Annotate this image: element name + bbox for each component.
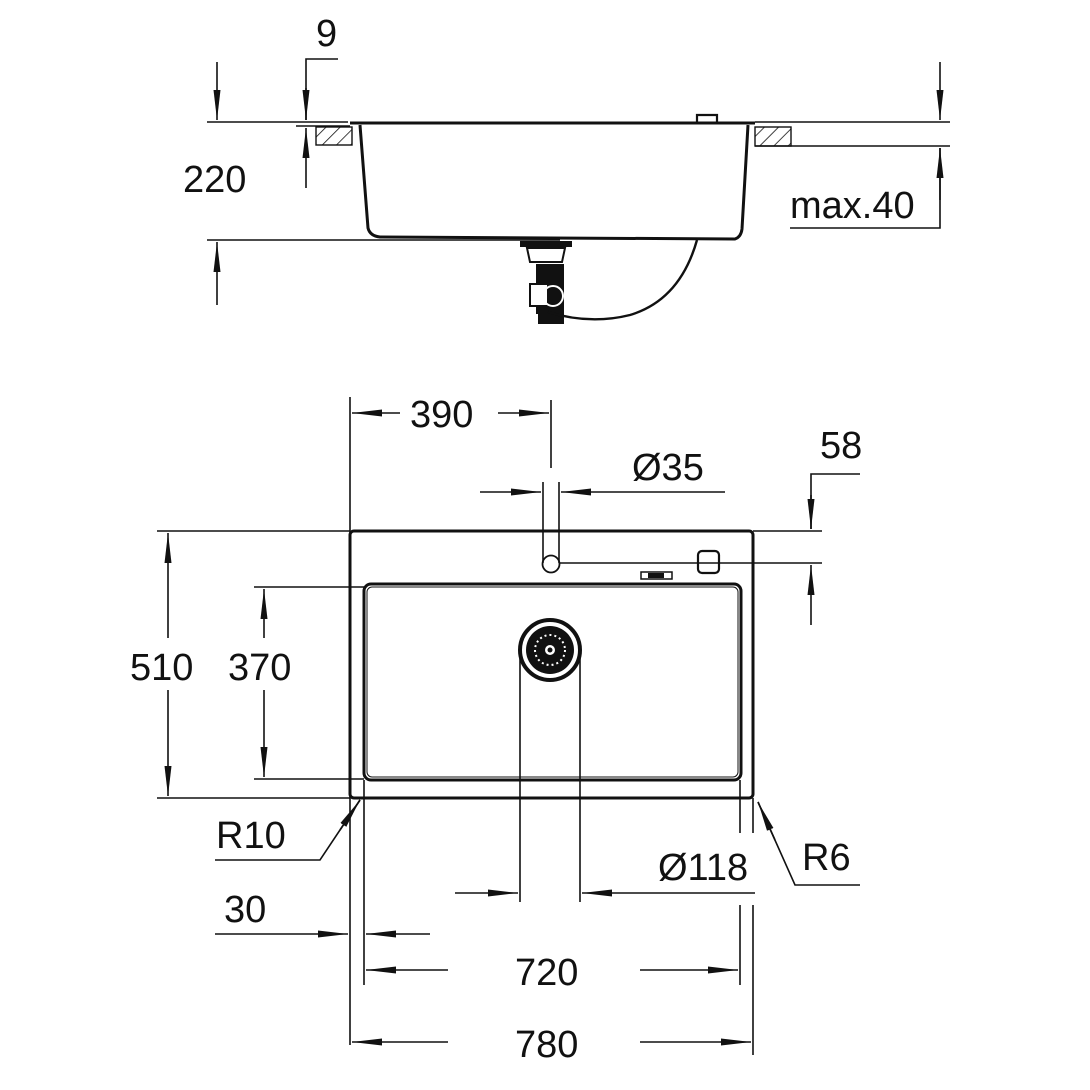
depth-label: 220 [183, 159, 246, 201]
top-view: 390 Ø35 58 510 370 R10 R6 [130, 394, 862, 1066]
inner-radius-label: R6 [802, 837, 851, 879]
tap-hole [541, 554, 561, 574]
flange-label: 9 [316, 13, 337, 55]
sink-bowl-inner-edge [366, 586, 739, 778]
tap-edge-label: 58 [820, 425, 862, 467]
waste-diameter-label: Ø118 [658, 847, 748, 889]
overall-depth-label: 510 [130, 647, 193, 689]
overall-width-label: 780 [515, 1024, 578, 1066]
side-view: 220 9 max.40 [183, 13, 950, 324]
rim-width-label: 30 [224, 889, 266, 931]
flange-leader [305, 58, 338, 120]
tap-diameter-label: Ø35 [632, 447, 704, 489]
tap-mount [695, 113, 719, 122]
sink-bowl-outline [362, 582, 743, 782]
tap-offset-label: 390 [410, 394, 473, 436]
countertop-hatch-left [315, 126, 353, 146]
outer-radius-arrow [339, 799, 361, 831]
bowl-width-label: 720 [515, 952, 578, 994]
sink-bowl-profile [358, 124, 750, 241]
bowl-depth-label: 370 [228, 647, 291, 689]
waste-fitting [520, 241, 572, 324]
tap-edge-leader [810, 473, 860, 529]
countertop-hatch-right [754, 126, 792, 147]
overflow-button [696, 549, 721, 575]
inner-radius-arrow [757, 801, 776, 841]
waste-drain [518, 618, 582, 682]
outer-radius-label: R10 [216, 815, 286, 857]
overflow-slot-fill [648, 573, 664, 578]
countertop-max-label: max.40 [790, 185, 915, 227]
overflow-hose [547, 239, 699, 321]
